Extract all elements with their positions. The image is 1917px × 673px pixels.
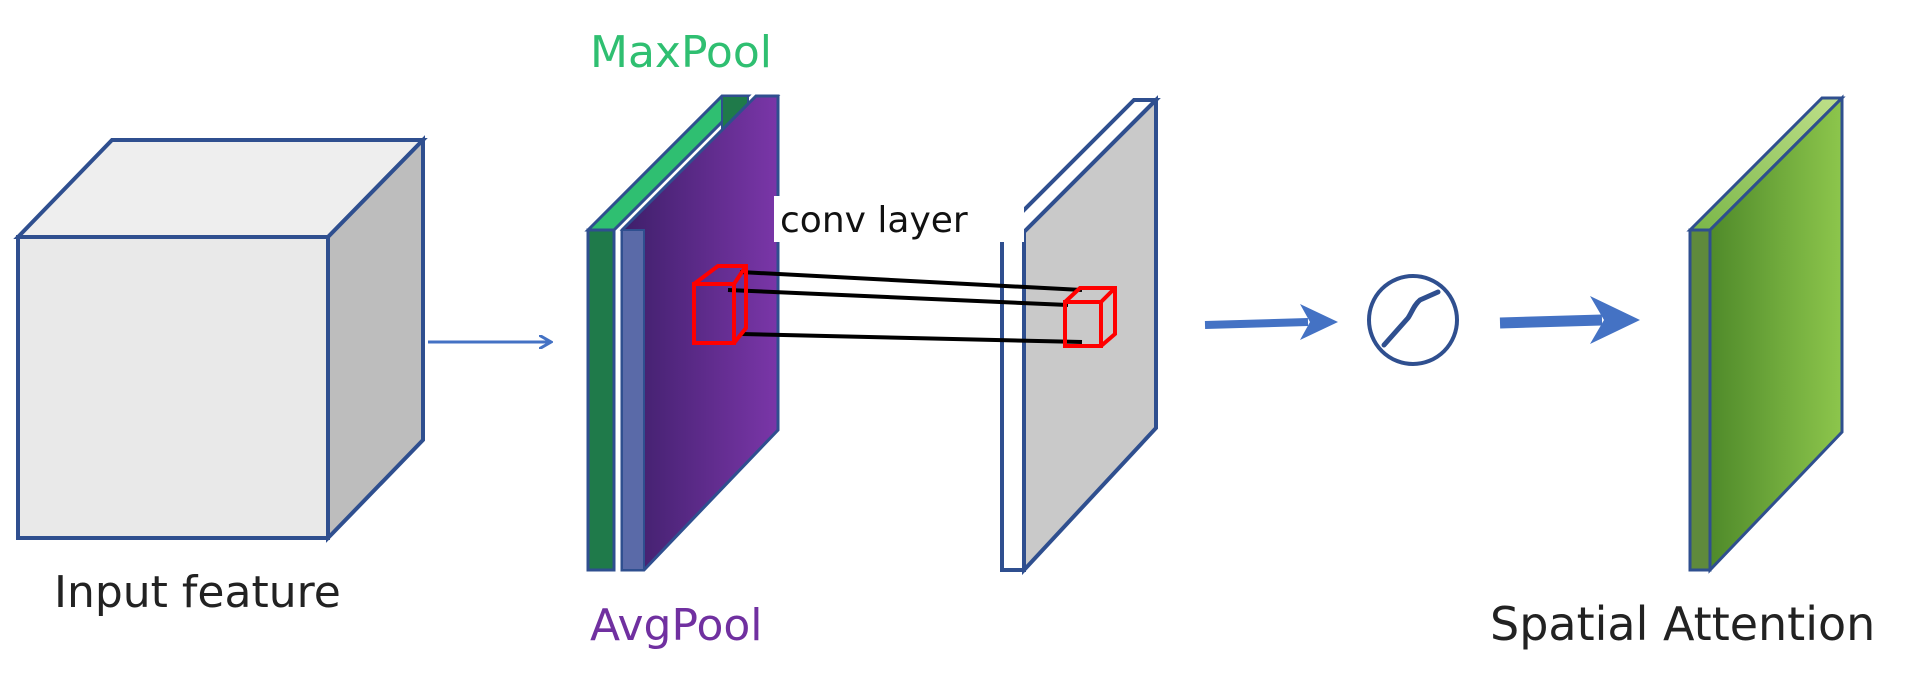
cube-front-face — [16, 235, 330, 540]
arrow-sigmoid-to-output — [1499, 296, 1640, 344]
avgpool-map — [619, 94, 781, 572]
maxpool-front-face — [586, 228, 616, 572]
conv-label-backdrop — [774, 196, 1024, 242]
output-front-face — [1708, 94, 1844, 574]
conv-side-face — [1022, 95, 1158, 576]
conv-layer-label: conv layer — [780, 200, 968, 241]
spatial-attention-map — [1686, 94, 1846, 574]
kernel-cube-target — [1063, 286, 1117, 348]
arrow-conv-to-sigmoid — [1204, 304, 1338, 340]
avgpool-label: AvgPool — [590, 600, 763, 651]
projection-line-bottom — [741, 332, 1083, 344]
spatial-attention-label: Spatial Attention — [1490, 597, 1875, 651]
avgpool-left-edge — [621, 229, 645, 571]
conv-front-face — [1000, 230, 1026, 572]
projection-line-mid — [727, 288, 1069, 307]
conv-output-map — [997, 95, 1161, 576]
maxpool-label: MaxPool — [590, 27, 772, 78]
output-left-edge — [1688, 228, 1712, 572]
kernel-cube-source — [692, 264, 748, 345]
conv-kernel-projection — [727, 270, 1083, 344]
sigmoid-icon — [1367, 274, 1459, 366]
input-feature-label: Input feature — [54, 567, 341, 618]
projection-line-top — [739, 270, 1083, 292]
input-feature-cube — [13, 135, 428, 543]
